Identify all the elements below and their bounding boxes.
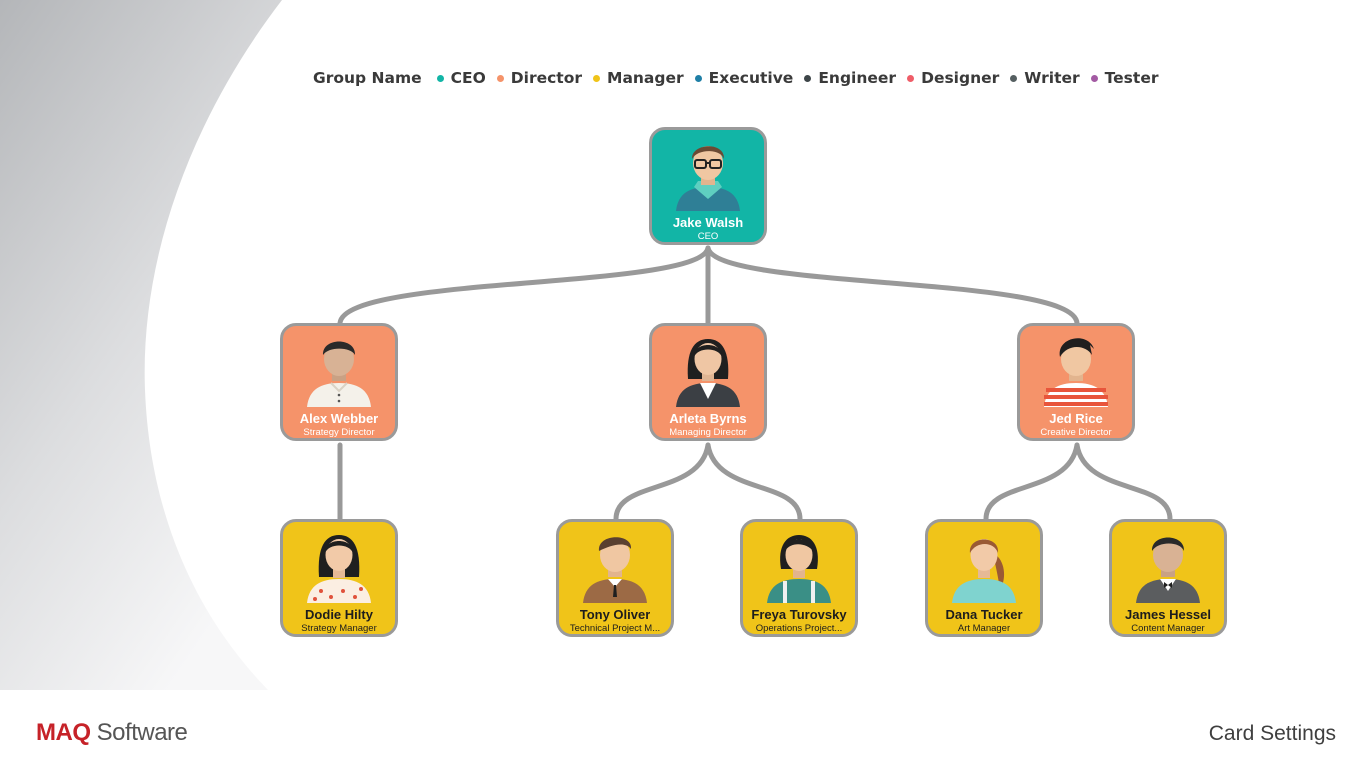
card-role: Content Manager	[1131, 623, 1205, 634]
connector-jed-james	[1074, 442, 1173, 522]
legend-item-ceo[interactable]: CEO	[436, 69, 486, 87]
woman-suspenders-icon	[767, 535, 831, 603]
card-name: Jake Walsh	[672, 215, 744, 230]
legend-dot-icon	[1090, 74, 1098, 82]
org-card-dana-tucker[interactable]: Dana Tucker Art Manager	[925, 519, 1043, 637]
legend-item-writer[interactable]: Writer	[1010, 69, 1080, 87]
man-glasses-scarf-icon	[676, 146, 740, 211]
legend-dot-icon	[804, 74, 812, 82]
legend: Group Name CEO Director Manager Executiv…	[313, 66, 1169, 90]
org-card-jed-rice[interactable]: Jed Rice Creative Director	[1017, 323, 1135, 441]
legend-dot-icon	[436, 74, 444, 82]
org-card-dodie-hilty[interactable]: Dodie Hilty Strategy Manager	[280, 519, 398, 637]
card-name: Arleta Byrns	[669, 411, 747, 426]
connector-jed-dana	[983, 442, 1080, 522]
card-settings-button[interactable]: Card Settings	[1208, 722, 1336, 745]
woman-suit-icon	[676, 339, 740, 407]
legend-item-designer[interactable]: Designer	[907, 69, 999, 87]
card-role: Managing Director	[669, 427, 747, 438]
card-name: Freya Turovsky	[751, 607, 847, 622]
logo-product: Software	[96, 719, 188, 746]
legend-item-engineer[interactable]: Engineer	[804, 69, 896, 87]
card-role: Strategy Manager	[301, 623, 377, 634]
man-grey-jacket-icon	[1136, 537, 1200, 603]
legend-dot-icon	[694, 74, 702, 82]
card-name: James Hessel	[1124, 607, 1211, 622]
card-name: Dodie Hilty	[305, 607, 373, 622]
legend-item-director[interactable]: Director	[496, 69, 583, 87]
org-card-james-hessel[interactable]: James Hessel Content Manager	[1109, 519, 1227, 637]
legend-item-executive[interactable]: Executive	[694, 69, 794, 87]
legend-dot-icon	[593, 74, 601, 82]
legend-label: Director	[510, 69, 583, 87]
legend-label: Executive	[708, 69, 794, 87]
org-card-arleta-byrns[interactable]: Arleta Byrns Managing Director	[649, 323, 767, 441]
card-name: Jed Rice	[1049, 411, 1103, 426]
legend-title: Group Name	[313, 69, 422, 87]
woman-polka-dot-icon	[307, 535, 371, 603]
org-card-alex-webber[interactable]: Alex Webber Strategy Director	[280, 323, 398, 441]
connector-ceo-alex-webber	[337, 245, 711, 326]
logo-brand: MAQ	[36, 719, 91, 746]
org-card-freya-turovsky[interactable]: Freya Turovsky Operations Project...	[740, 519, 858, 637]
legend-dot-icon	[907, 74, 915, 82]
card-role: Technical Project M...	[569, 623, 661, 634]
legend-label: Manager	[607, 69, 684, 87]
man-white-shirt-icon	[307, 341, 371, 407]
legend-label: Designer	[921, 69, 1000, 87]
card-role: Strategy Director	[303, 427, 375, 438]
legend-dot-icon	[496, 74, 504, 82]
man-brown-jacket-icon	[583, 537, 647, 603]
legend-item-tester[interactable]: Tester	[1090, 69, 1159, 87]
org-card-tony-oliver[interactable]: Tony Oliver Technical Project M...	[556, 519, 674, 637]
man-striped-shirt-icon	[1044, 338, 1108, 407]
card-role: Creative Director	[1040, 427, 1112, 438]
legend-label: Tester	[1104, 69, 1159, 87]
legend-label: Writer	[1024, 69, 1080, 87]
legend-dot-icon	[1010, 74, 1018, 82]
connector-ceo-jed-rice	[705, 245, 1080, 326]
legend-item-manager[interactable]: Manager	[593, 69, 684, 87]
legend-label: CEO	[450, 69, 486, 87]
card-role: Operations Project...	[755, 623, 843, 634]
card-name: Alex Webber	[299, 411, 379, 426]
org-card-jake-walsh[interactable]: Jake Walsh CEO	[649, 127, 767, 245]
card-name: Tony Oliver	[579, 607, 651, 622]
connector-arleta-freya	[705, 442, 803, 522]
card-name: Dana Tucker	[945, 607, 1023, 622]
woman-ponytail-icon	[952, 539, 1016, 603]
connector-arleta-tony	[613, 442, 711, 522]
card-role: CEO	[697, 231, 719, 242]
card-role: Art Manager	[957, 623, 1011, 634]
maq-software-logo: MAQ Software	[36, 718, 188, 748]
legend-label: Engineer	[818, 69, 897, 87]
